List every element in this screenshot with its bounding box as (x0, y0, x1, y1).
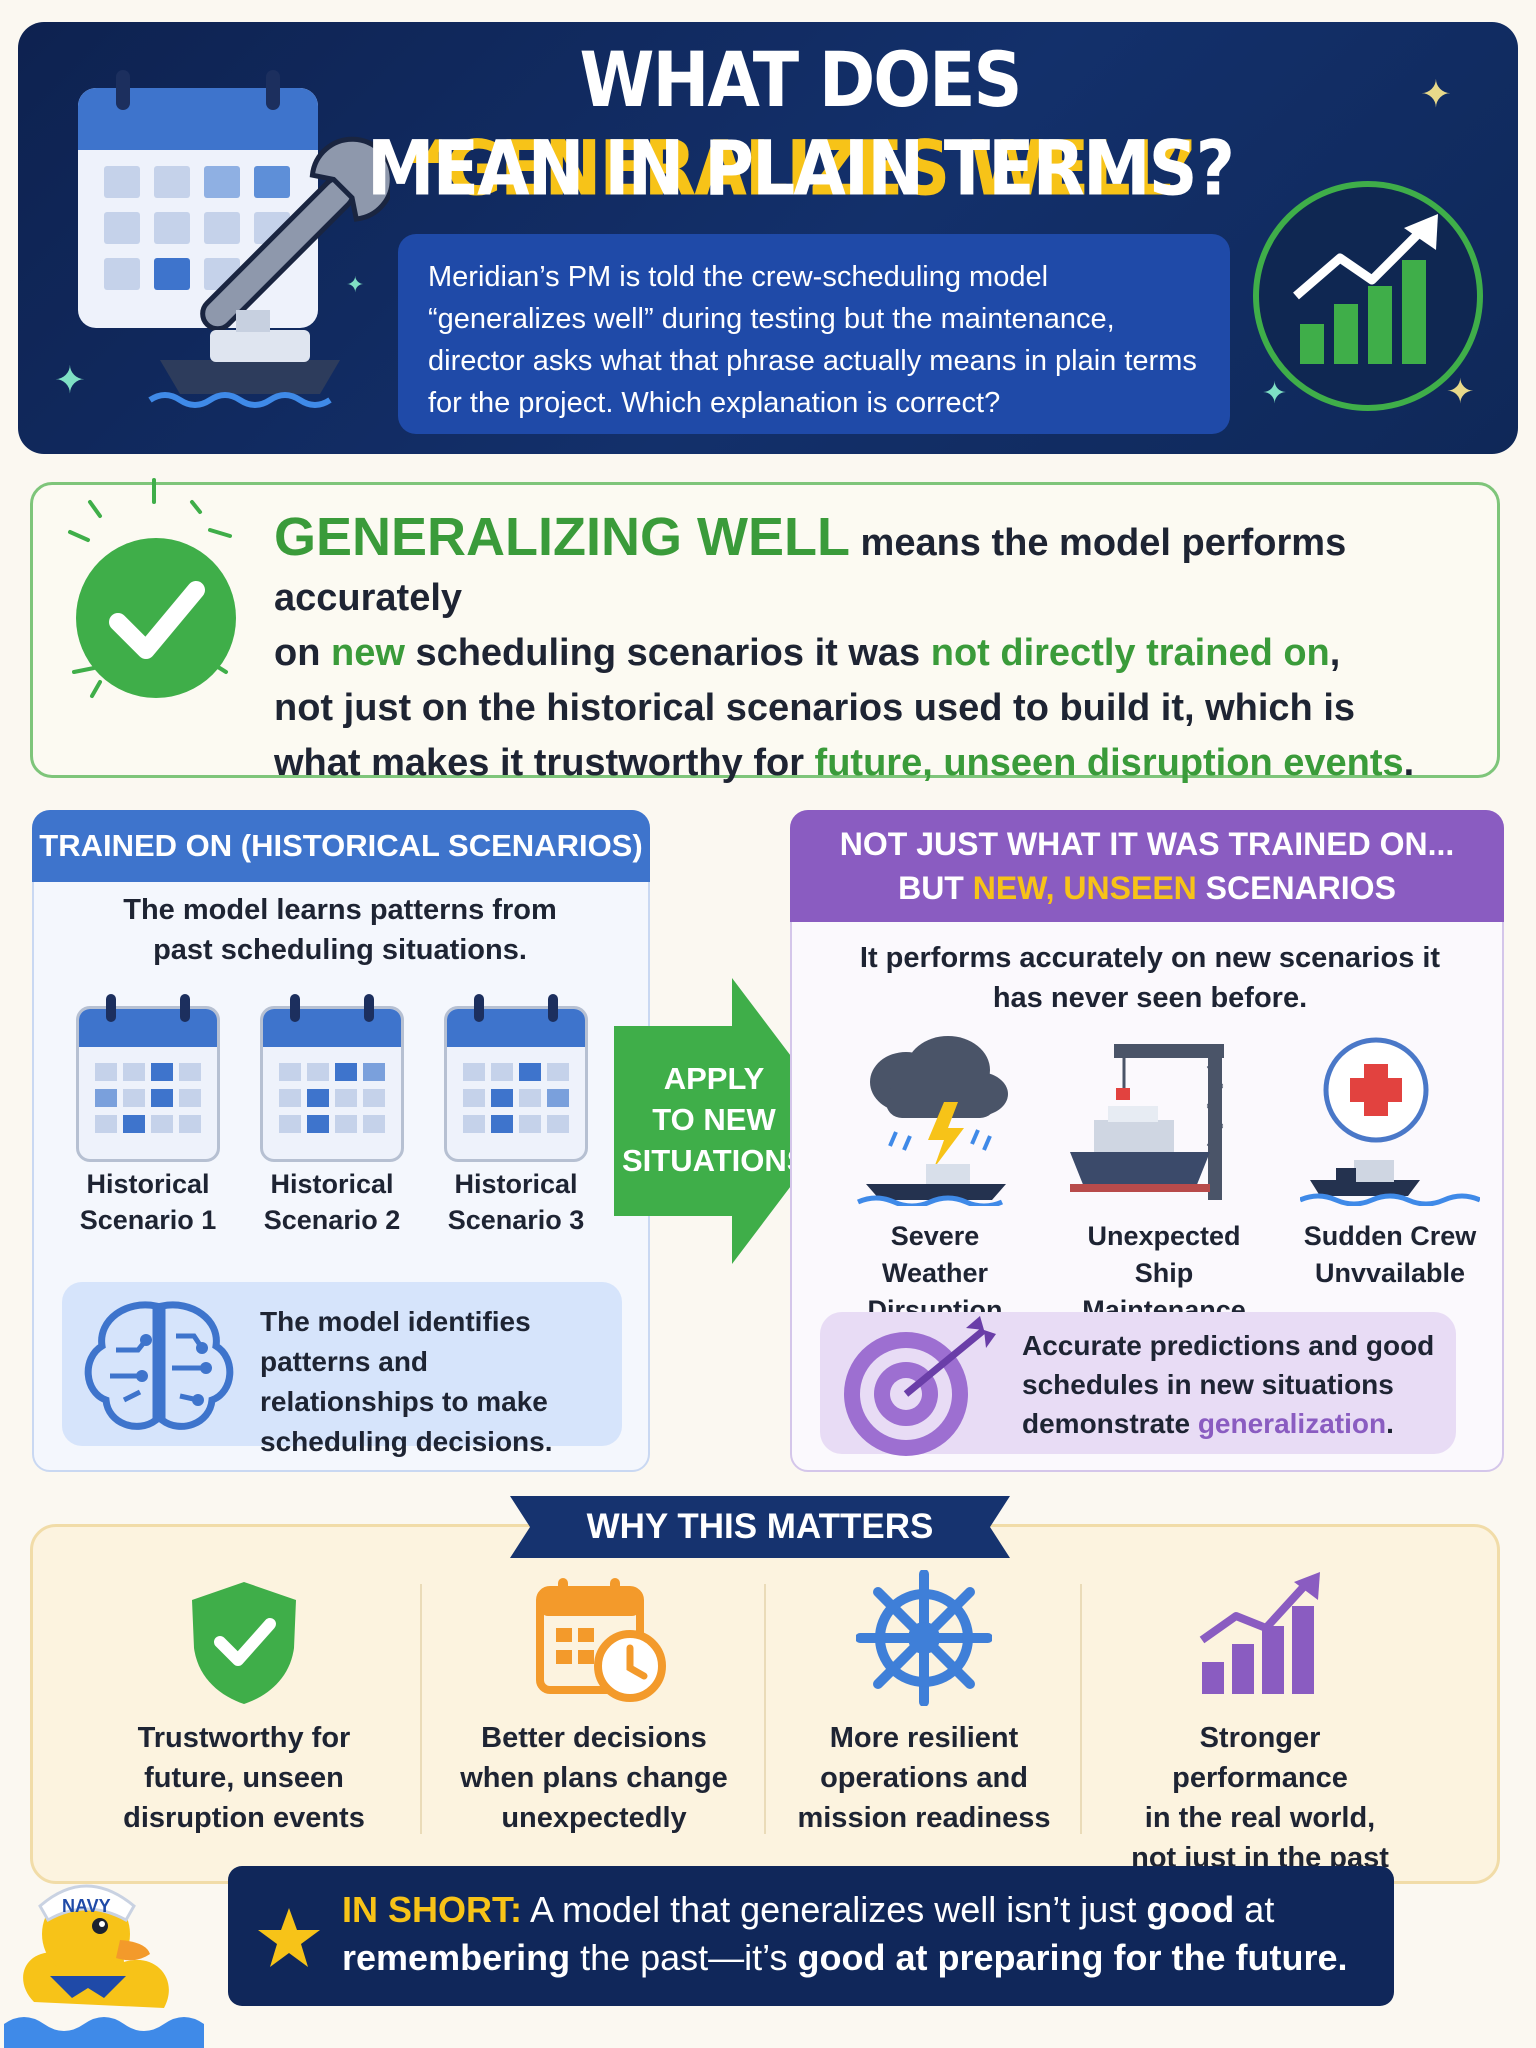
trained-heading: TRAINED ON (HISTORICAL SCENARIOS) (32, 810, 650, 882)
sparkle-icon: ✦ (1446, 373, 1475, 411)
navy-hat-text: NAVY (62, 1896, 111, 1916)
bar-chart-growth-icon (1199, 1572, 1320, 1694)
divider (764, 1584, 766, 1834)
definition-box (30, 482, 1500, 778)
question-line: director asks what that phrase actually … (428, 345, 1197, 377)
in-short-text: IN SHORT: A model that generalizes well … (342, 1889, 1348, 1978)
trained-subtitle: The model learns patterns from past sche… (123, 894, 557, 966)
calendar-icon (76, 1006, 220, 1162)
storm-ship-icon (856, 1036, 1008, 1206)
brain-icon (84, 1301, 234, 1430)
new-scenarios-subtitle: It performs accurately on new scenarios … (859, 942, 1441, 1014)
question-box: Meridian’s PM is told the crew-schedulin… (398, 234, 1230, 434)
growth-chart-icon (1253, 181, 1483, 411)
ship-wheel-icon (856, 1570, 992, 1706)
question-line: Meridian’s PM is told the crew-schedulin… (428, 261, 1049, 293)
new-scenarios-heading: NOT JUST WHAT IT WAS TRAINED ON... BUT N… (790, 810, 1504, 922)
brain-callout-text: The model identifies patterns and relati… (260, 1306, 553, 1457)
question-line: “generalizes well” during testing but th… (428, 303, 1115, 335)
definition-text: GENERALIZING WELL means the model perfor… (274, 507, 1415, 785)
divider (420, 1584, 422, 1834)
sparkle-icon: ✦ (1420, 74, 1452, 116)
calendar-clock-icon (536, 1578, 666, 1702)
sparkle-icon: ✦ (346, 272, 365, 297)
calendar-icon (260, 1006, 404, 1162)
question-line: for the project. Which explanation is co… (428, 387, 1001, 419)
in-short-box (228, 1866, 1394, 2006)
calendar-wrench-illustration (78, 70, 390, 408)
calendar-icon (444, 1006, 588, 1162)
ship-crane-icon (1070, 1044, 1224, 1200)
page-title-line-2: MEAN IN PLAIN TERMS? (366, 125, 1235, 214)
shield-check-icon (192, 1582, 296, 1704)
apply-arrow-icon (614, 978, 840, 1264)
page-title-line-1: WHAT DOES “GENERALIZES WELL” (403, 36, 1199, 214)
star-icon (258, 1908, 320, 1967)
checkmark-icon (76, 538, 236, 698)
target-icon (844, 1316, 996, 1456)
sparkle-icon: ✦ (54, 360, 86, 402)
calendar-rings (106, 994, 558, 1022)
target-callout-text: Accurate predictions and good schedules … (1022, 1330, 1435, 1439)
medical-ship-icon (1300, 1037, 1480, 1206)
why-banner: WHY THIS MATTERS (510, 1496, 1010, 1558)
duck-mascot-illustration: NAVY (4, 1884, 204, 2048)
divider (1080, 1584, 1082, 1834)
sparkle-icon: ✦ (1262, 377, 1288, 410)
